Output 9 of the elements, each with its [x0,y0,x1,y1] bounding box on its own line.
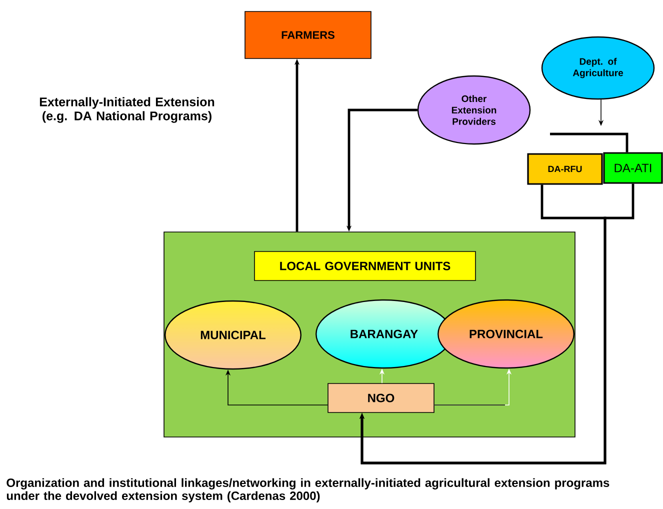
annotation-text: Externally-Initiated Extension (e.g. DA National Programs) [40,97,214,123]
process-box: DA-RFU [527,153,603,185]
process-box: DA-ATI [603,152,663,184]
process-box: FARMERS [244,11,372,59]
ellipse-node: Dept. of Agriculture [541,36,655,100]
ellipse-node: Other Extension Providers [417,75,531,145]
process-box: NGO [328,383,434,413]
caption: Organization and institutional linkages/networking in externally-initiated agricultural extension programs under the devolved extension system (Cardenas 2000) [6,478,610,502]
process-box: LOCAL GOVERNMENT UNITS [254,251,476,281]
